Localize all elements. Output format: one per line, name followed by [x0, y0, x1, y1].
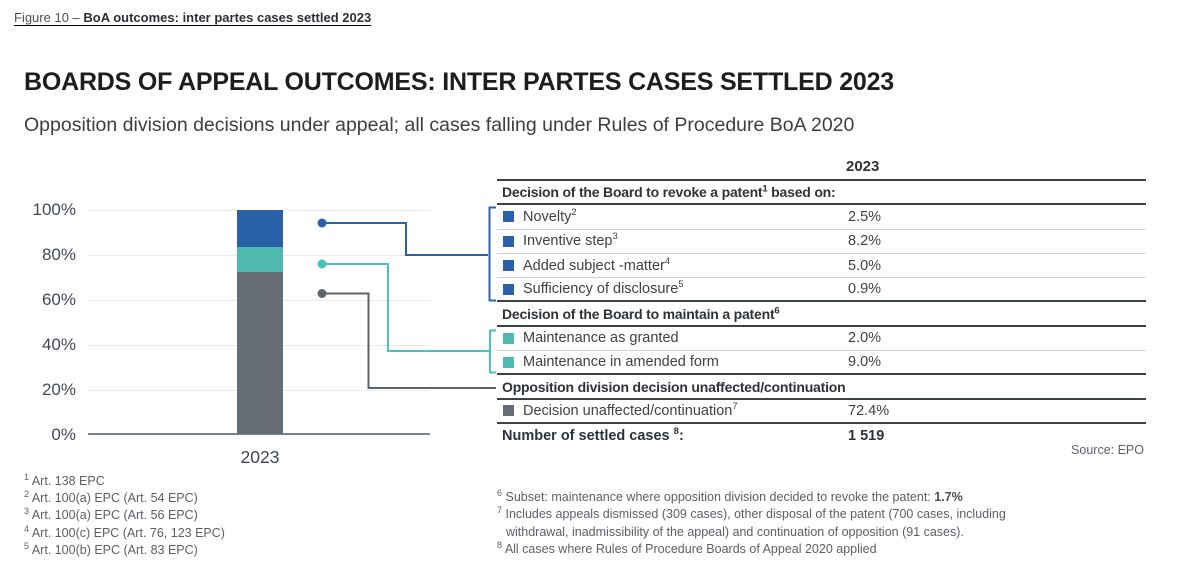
footnote-8: 8 All cases where Rules of Procedure Boa…	[497, 540, 877, 557]
y-axis-tick-0: 0%	[51, 425, 76, 444]
page-title: BOARDS OF APPEAL OUTCOMES: INTER PARTES …	[24, 68, 895, 96]
legend-square-maintain-icon	[503, 356, 514, 368]
footnote-4: 4 Art. 100(c) EPC (Art. 76, 123 EPC)	[24, 523, 225, 540]
legend-square-revoke-icon	[503, 260, 514, 272]
bar-segment-unaffected	[237, 271, 283, 434]
bar-segment-revoke	[237, 210, 283, 248]
figure-number: Figure 10 –	[14, 10, 84, 25]
table-row-maintenance-amended: Maintenance in amended form 9.0%	[497, 351, 1146, 376]
footnote-5: 5 Art. 100(b) EPC (Art. 83 EPC)	[24, 540, 198, 557]
table-row-inventive-step: Inventive step3 8.2%	[497, 230, 1146, 254]
y-axis-tick-80: 80%	[41, 245, 76, 264]
dot-unaffected	[317, 289, 327, 298]
page-subtitle: Opposition division decisions under appe…	[24, 114, 855, 136]
section-header-revoke: Decision of the Board to revoke a patent…	[497, 181, 1146, 206]
table-year-header-row: 2023	[497, 156, 1146, 181]
legend-square-revoke-icon	[503, 283, 514, 295]
legend-square-maintain-icon	[503, 332, 514, 344]
x-axis-line	[88, 433, 430, 435]
y-axis-tick-100: 100%	[32, 200, 76, 219]
y-axis-tick-40: 40%	[41, 335, 76, 354]
dot-revoke	[317, 218, 327, 228]
table-row-maintenance-granted: Maintenance as granted 2.0%	[497, 327, 1146, 352]
table-row-total: Number of settled cases 8: 1 519	[502, 426, 885, 445]
bracket-revoke	[488, 206, 496, 302]
footnote-6: 6 Subset: maintenance where opposition d…	[497, 487, 963, 504]
table-row-sufficiency: Sufficiency of disclosure5 0.9%	[497, 278, 1146, 303]
source-label: Source: EPO	[1071, 443, 1144, 457]
bracket-maintain	[489, 329, 496, 374]
section-header-maintain: Decision of the Board to maintain a pate…	[497, 302, 1146, 327]
value-sufficiency: 0.9%	[848, 281, 882, 298]
bar-segment-maintain	[237, 247, 283, 272]
table-row-added-subject-matter: Added subject -matter4 5.0%	[497, 254, 1146, 279]
value-added-subject-matter: 5.0%	[848, 257, 882, 274]
section-header-unaffected: Opposition division decision unaffected/…	[497, 375, 1146, 400]
value-unaffected: 72.4%	[848, 402, 890, 419]
legend-square-revoke-icon	[503, 211, 514, 223]
table-row-novelty: Novelty2 2.5%	[497, 205, 1146, 230]
dot-maintain	[317, 259, 327, 269]
figure-caption-link[interactable]: Figure 10 – BoA outcomes: inter partes c…	[14, 10, 371, 25]
table-year-header: 2023	[846, 158, 880, 175]
value-inventive-step: 8.2%	[848, 233, 882, 250]
y-axis-tick-20: 20%	[41, 380, 76, 399]
value-maintenance-amended: 9.0%	[848, 354, 882, 371]
footnote-7: 7 Includes appeals dismissed (309 cases)…	[497, 505, 1006, 539]
stacked-bar-2023	[237, 210, 283, 434]
footnotes-right: 6 Subset: maintenance where opposition d…	[497, 487, 1062, 559]
table-row-unaffected: Decision unaffected/continuation7 72.4%	[497, 400, 1146, 424]
x-axis-category-label: 2023	[240, 447, 280, 467]
footnote-3: 3 Art. 100(a) EPC (Art. 56 EPC)	[24, 506, 198, 523]
figure-caption-title: BoA outcomes: inter partes cases settled…	[83, 10, 372, 25]
footnote-2: 2 Art. 100(a) EPC (Art. 54 EPC)	[24, 489, 198, 506]
footnotes-left: 1 Art. 138 EPC 2 Art. 100(a) EPC (Art. 5…	[24, 471, 225, 559]
y-axis-tick-60: 60%	[41, 290, 76, 309]
legend-square-unaffected-icon	[503, 405, 514, 417]
outcomes-table: 2023 Decision of the Board to revoke a p…	[497, 156, 1146, 457]
legend-square-revoke-icon	[503, 235, 514, 247]
value-maintenance-granted: 2.0%	[848, 330, 882, 347]
value-novelty: 2.5%	[848, 208, 882, 225]
footnote-1: 1 Art. 138 EPC	[24, 471, 105, 488]
value-total-cases: 1 519	[848, 428, 885, 445]
